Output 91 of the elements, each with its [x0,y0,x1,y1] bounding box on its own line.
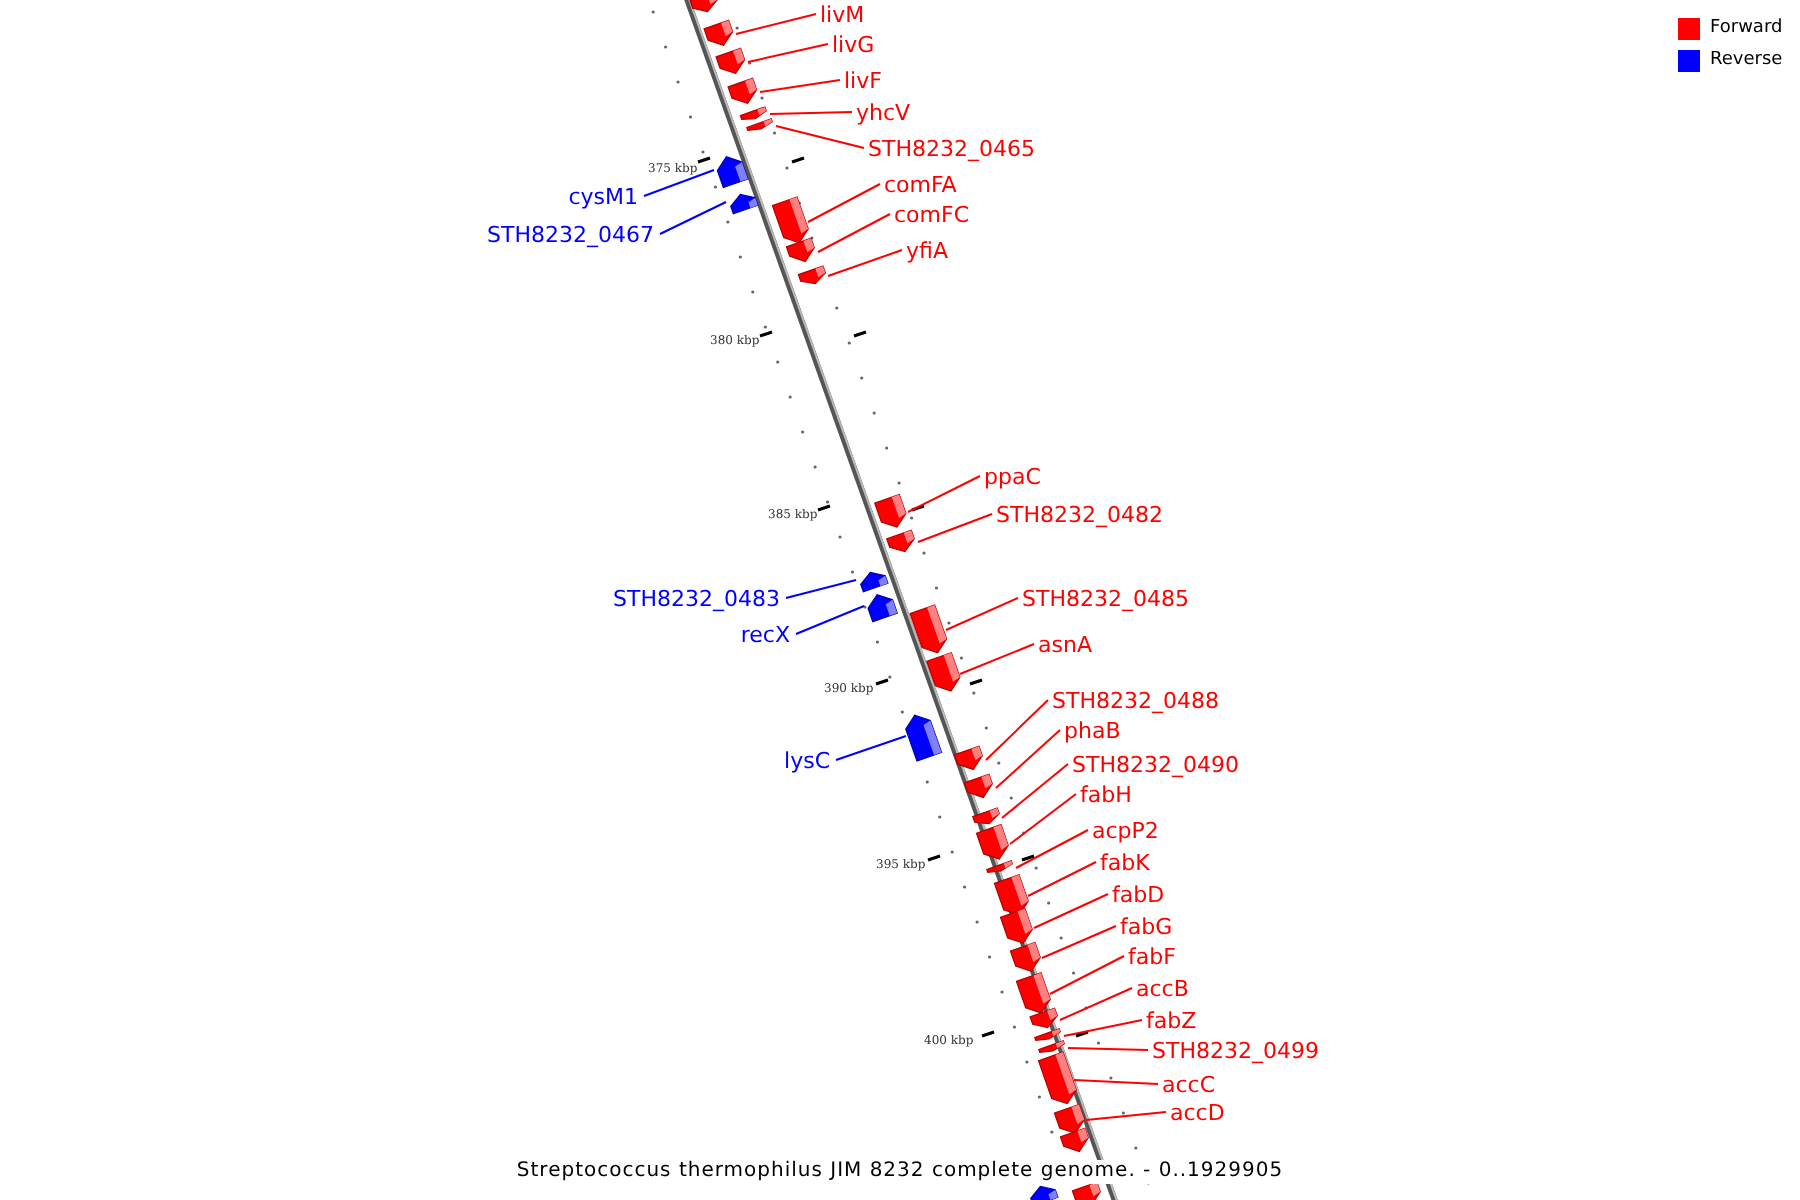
gene-arrow-block [1029,1008,1059,1032]
leader-line [959,643,1035,675]
leader-line [1033,893,1109,929]
gene-arrow-block [1027,1182,1057,1200]
gene-arrow-block [971,808,1001,828]
gene-arrow-block [1060,1128,1092,1156]
leader-line [785,579,857,599]
gene-label: phaB [1064,718,1121,744]
gene-arrow-block [1053,1103,1087,1137]
leader-line [1001,763,1069,819]
gene-arrow-block [964,774,996,802]
gene-label: yfiA [906,238,948,264]
gene-label: comFA [884,172,957,198]
gene-label: fabF [1128,944,1176,970]
gene-label: accB [1136,976,1189,1002]
gene-label: fabZ [1146,1008,1197,1034]
leader-line [807,183,881,223]
gene-arrow-block [727,190,757,214]
gene-arrow-block [746,118,774,134]
gene-label: STH8232_0488 [1052,688,1219,714]
gene-label: recX [740,622,790,648]
gene-label: fabK [1100,850,1150,876]
gene-arrow-block [986,860,1014,876]
gene-label: livG [832,32,875,58]
gene-label: STH8232_0465 [868,136,1035,162]
gene-label: asnA [1038,632,1092,658]
gene-arrow-block [925,652,963,696]
legend-label: Forward [1710,16,1783,42]
gene-label: STH8232_0490 [1072,752,1239,778]
gene-arrow-block [786,238,818,266]
gene-arrow-block [713,152,747,188]
gene-label: acpP2 [1092,818,1159,844]
gene-label: lysC [784,748,830,774]
gene-label: accD [1170,1100,1225,1126]
leader-line [643,169,715,197]
gene-arrow-block [716,47,748,77]
gene-arrow-block [874,493,910,531]
leader-line [817,213,891,253]
gene-label: STH8232_0483 [613,586,780,612]
leader-line [747,43,829,63]
leader-line [735,13,817,35]
gene-label: STH8232_0485 [1022,586,1189,612]
leader-line [775,125,865,149]
gene-arrow-block [902,710,942,762]
gene-label: accC [1162,1072,1216,1098]
gene-arrow-block [886,529,918,555]
gene-arrow-block [954,746,986,774]
gene-arrow-block [1009,941,1043,975]
leader-line [835,735,907,761]
leader-line [795,605,865,635]
gene-label: fabD [1112,882,1165,908]
gene-label: ppaC [984,464,1041,490]
leader-line [985,699,1049,761]
legend-label: Reverse [1710,48,1783,74]
leader-line [995,729,1061,789]
gene-arrow-block [797,265,827,287]
leader-line [769,111,853,115]
gene-label: fabG [1120,914,1173,940]
gene-label: STH8232_0482 [996,502,1163,528]
gene-label: cysM1 [568,184,638,210]
gene-arrow-block [1038,1040,1066,1056]
gene-arrow-block [1034,1028,1062,1044]
leader-line [1063,1019,1143,1037]
leader-line [759,79,841,93]
gene-label: STH8232_0467 [487,222,654,248]
leader-line [1073,1079,1159,1085]
leader-line [1015,829,1089,869]
gene-arrow-block [857,568,887,592]
leader-line [1009,793,1077,845]
leader-line [945,597,1019,631]
leader-line [1027,861,1097,897]
leader-line [827,249,903,277]
gene-label: STH8232_0499 [1152,1038,1319,1064]
gene-arrow-block [740,105,768,123]
gene-label: fabH [1080,782,1132,808]
leader-line [917,513,993,543]
gene-arrow-block [863,590,897,622]
leader-line [1085,1111,1167,1121]
gene-label: yhcV [856,100,911,126]
gene-label: comFC [894,202,970,228]
leader-line [1041,925,1117,959]
leader-line [907,475,981,513]
leader-line [1067,1047,1149,1051]
gene-arrow-block [1000,908,1036,948]
gene-label: livF [844,68,882,94]
gene-arrow-block [910,603,950,657]
leader-line [659,201,727,235]
leader-line [1049,955,1125,995]
gene-arrow-block [704,19,736,49]
leader-line [1059,987,1133,1021]
gene-label: livM [820,2,865,28]
